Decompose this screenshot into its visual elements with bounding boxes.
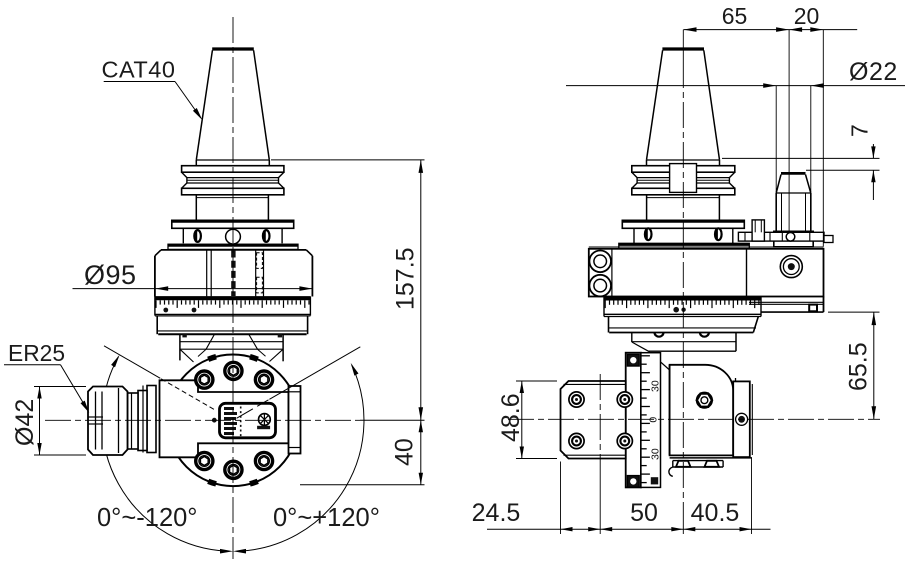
svg-text:0°~-120°: 0°~-120°: [97, 504, 198, 532]
svg-text:30: 30: [650, 380, 662, 392]
svg-text:40: 40: [391, 438, 419, 466]
svg-text:20: 20: [794, 3, 820, 29]
svg-text:50: 50: [630, 499, 658, 527]
svg-text:157.5: 157.5: [392, 247, 420, 310]
svg-text:Ø22: Ø22: [849, 58, 898, 86]
svg-text:ER25: ER25: [8, 340, 65, 366]
svg-text:Ø42: Ø42: [11, 399, 39, 446]
svg-text:0°~+120°: 0°~+120°: [273, 504, 380, 532]
svg-text:CAT40: CAT40: [102, 57, 176, 83]
svg-text:48.6: 48.6: [497, 393, 525, 442]
svg-text:Ø95: Ø95: [84, 260, 137, 290]
svg-text:65: 65: [722, 3, 748, 29]
svg-text:40.5: 40.5: [691, 499, 740, 527]
svg-text:24.5: 24.5: [472, 499, 521, 527]
svg-text:65.5: 65.5: [845, 342, 873, 391]
svg-text:7: 7: [847, 124, 873, 137]
svg-text:30: 30: [650, 448, 662, 460]
